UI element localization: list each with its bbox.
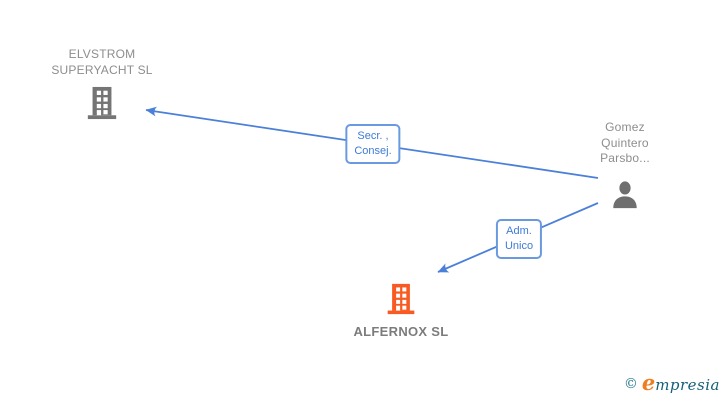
building-icon [87,86,117,120]
edge-label-line: Secr. , [357,130,389,142]
node-label: ELVSTROM SUPERYACHT SL [51,47,152,78]
node-label-line: SUPERYACHT SL [51,62,153,77]
edge-label-line: Adm. [506,225,532,237]
copyright-icon: © [623,376,638,392]
node-label-line: ALFERNOX SL [353,324,449,339]
node-label: Gomez Quintero Parsbo... [600,120,650,167]
node-label-line: ELVSTROM [68,47,136,61]
person-node-gomez-quintero[interactable]: Gomez Quintero Parsbo... [555,120,695,210]
edge-label-adm-unico: Adm. Unico [495,219,543,259]
node-label-line: Gomez [605,120,645,134]
edge-label-line: Consej. [354,145,392,157]
edge-label-secr-consej: Secr. , Consej. [345,124,401,164]
person-icon [613,180,637,208]
logo-initial: e [641,370,656,395]
edge-label-line: Unico [504,240,534,252]
company-node-alfernox[interactable]: ALFERNOX SL [331,283,471,340]
logo-text: mpresia [655,376,720,394]
node-label: ALFERNOX SL [353,324,448,340]
empresia-logo: ©empresia [624,370,720,395]
building-icon [387,283,415,315]
node-label-line: Parsbo... [600,151,650,165]
company-node-elvstrom-superyacht[interactable]: ELVSTROM SUPERYACHT SL [32,47,172,120]
node-label-line: Quintero [601,135,649,150]
